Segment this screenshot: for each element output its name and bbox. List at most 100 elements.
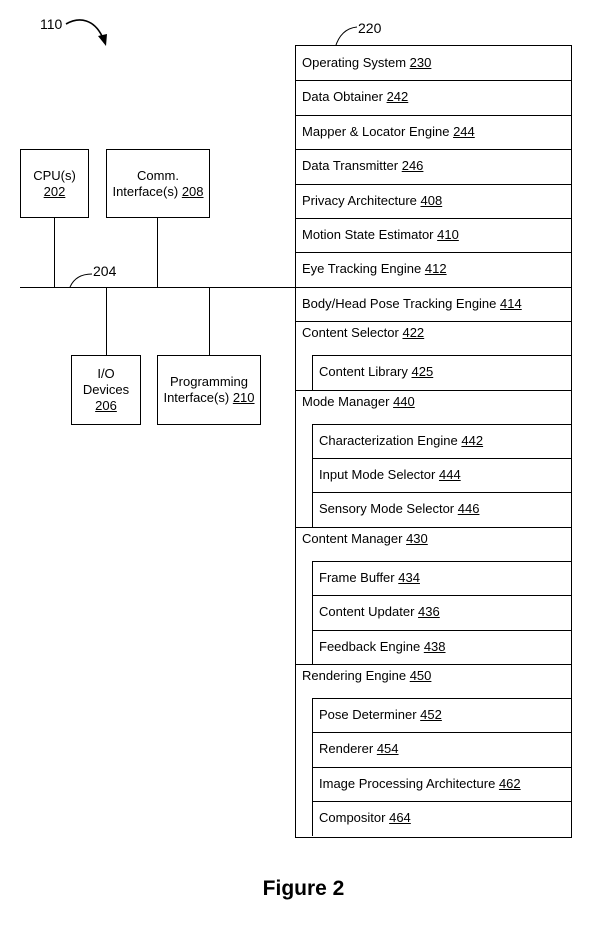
memory-row-divider xyxy=(296,114,571,116)
memory-row-number: 408 xyxy=(420,192,443,208)
comm-label-line1: Comm. xyxy=(137,167,179,183)
sub-row-label: Pose Determiner xyxy=(319,707,417,722)
cpu-box: CPU(s) 202 xyxy=(20,149,89,218)
memory-row: Mapper & Locator Engine 244 xyxy=(302,124,475,140)
sub-row-number: 454 xyxy=(376,741,399,757)
memory-row-label: Operating System xyxy=(302,55,407,70)
group-header-number: 440 xyxy=(393,393,415,409)
memory-ref-label: 220 xyxy=(358,20,382,36)
group-header: Content Manager 430 xyxy=(302,531,428,547)
sub-row-label: Feedback Engine xyxy=(319,638,421,654)
memory-row: Eye Tracking Engine 412 xyxy=(302,261,447,277)
io-devices-box: I/O Devices 206 xyxy=(71,355,141,425)
sub-row: Input Mode Selector 444 xyxy=(319,467,461,483)
group-indent-line xyxy=(312,698,313,836)
memory-row-divider xyxy=(296,149,571,151)
memory-row-divider xyxy=(296,80,571,82)
group-header-number: 430 xyxy=(406,530,428,546)
sub-row-divider xyxy=(312,732,571,734)
memory-row-divider xyxy=(296,183,571,185)
memory-row-label: Data Obtainer xyxy=(302,89,383,105)
sub-row: Image Processing Architecture 462 xyxy=(319,776,521,792)
device-ref-label: 110 xyxy=(40,16,63,32)
curved-arrow-icon xyxy=(65,19,107,46)
memory-row-label: Body/Head Pose Tracking Engine xyxy=(302,295,497,311)
sub-row-label: Characterization Engine xyxy=(319,432,458,448)
io-connector xyxy=(106,287,107,356)
sub-row-number: 452 xyxy=(420,707,442,722)
io-label-line1: I/O xyxy=(97,366,115,381)
sub-row-divider xyxy=(312,766,571,768)
memory-ref-leader xyxy=(334,26,358,49)
group-header: Content Selector 422 xyxy=(302,325,424,341)
memory-row-number: 244 xyxy=(453,123,475,139)
memory-row-divider xyxy=(296,252,571,254)
cpu-connector xyxy=(54,217,55,288)
sub-row: Sensory Mode Selector 446 xyxy=(319,501,479,517)
group-header-number: 450 xyxy=(409,668,432,683)
group-header-label: Content Manager xyxy=(302,530,403,546)
memory-row: Body/Head Pose Tracking Engine 414 xyxy=(302,296,522,312)
memory-row-number: 412 xyxy=(424,261,447,277)
sub-row: Compositor 464 xyxy=(319,810,411,826)
sub-row-number: 438 xyxy=(423,638,446,654)
prog-label-line2: Interface(s) 210 xyxy=(163,390,255,405)
memory-row: Data Obtainer 242 xyxy=(302,89,408,105)
sub-row-number: 425 xyxy=(411,364,434,380)
group-divider xyxy=(296,526,571,528)
sub-row-number: 434 xyxy=(398,569,420,585)
memory-row-label: Privacy Architecture xyxy=(302,192,417,208)
memory-row-label: Eye Tracking Engine xyxy=(302,261,422,277)
comm-interface-box: Comm. Interface(s) 208 xyxy=(106,149,210,218)
comm-label-line2: Interface(s) 208 xyxy=(112,183,204,199)
memory-row: Motion State Estimator 410 xyxy=(302,227,459,243)
sub-row: Characterization Engine 442 xyxy=(319,433,483,449)
sub-row-divider xyxy=(312,423,571,425)
group-header: Rendering Engine 450 xyxy=(302,668,431,684)
memory-row-number: 230 xyxy=(409,55,432,70)
sub-row-label: Content Library xyxy=(319,364,408,380)
memory-row-number: 246 xyxy=(401,158,424,174)
sub-row-label: Compositor xyxy=(319,810,386,826)
group-indent-line xyxy=(312,423,313,527)
sub-row-label: Frame Buffer xyxy=(319,569,395,585)
group-header: Mode Manager 440 xyxy=(302,394,415,410)
memory-row: Operating System 230 xyxy=(302,55,431,71)
memory-row-divider xyxy=(296,286,571,288)
sub-row: Content Library 425 xyxy=(319,364,433,380)
bus-line xyxy=(20,287,296,288)
sub-row-divider xyxy=(312,629,571,631)
sub-row-number: 436 xyxy=(418,604,440,620)
io-label-line2: Devices xyxy=(82,382,130,397)
memory-row-label: Mapper & Locator Engine xyxy=(302,123,450,139)
io-number: 206 xyxy=(95,398,117,413)
sub-row-divider xyxy=(312,492,571,494)
group-indent-line xyxy=(312,355,313,390)
group-indent-line xyxy=(312,560,313,664)
sub-row-divider xyxy=(312,801,571,803)
sub-row-label: Sensory Mode Selector xyxy=(319,501,455,517)
bus-ref-label: 204 xyxy=(93,263,117,279)
memory-row-divider xyxy=(296,218,571,219)
group-divider xyxy=(296,664,571,665)
memory-row-number: 242 xyxy=(386,89,409,105)
cpu-number: 202 xyxy=(43,183,66,199)
sub-row: Renderer 454 xyxy=(319,741,399,757)
sub-row-label: Renderer xyxy=(319,741,374,757)
comm-connector xyxy=(157,217,158,288)
prog-label-line1: Programming xyxy=(169,374,249,389)
memory-row: Data Transmitter 246 xyxy=(302,158,423,174)
sub-row-number: 446 xyxy=(457,501,480,517)
sub-row: Pose Determiner 452 xyxy=(319,707,442,723)
figure-caption: Figure 2 xyxy=(262,877,345,900)
group-divider xyxy=(296,321,571,323)
group-header-label: Content Selector xyxy=(302,325,399,341)
sub-row-divider xyxy=(312,560,571,562)
sub-row: Content Updater 436 xyxy=(319,604,440,620)
prog-number: 210 xyxy=(232,390,255,405)
sub-row-label: Content Updater xyxy=(319,604,415,620)
programming-interface-box: Programming Interface(s) 210 xyxy=(157,355,261,425)
memory-row-number: 410 xyxy=(437,227,459,242)
sub-row-divider xyxy=(312,355,571,357)
